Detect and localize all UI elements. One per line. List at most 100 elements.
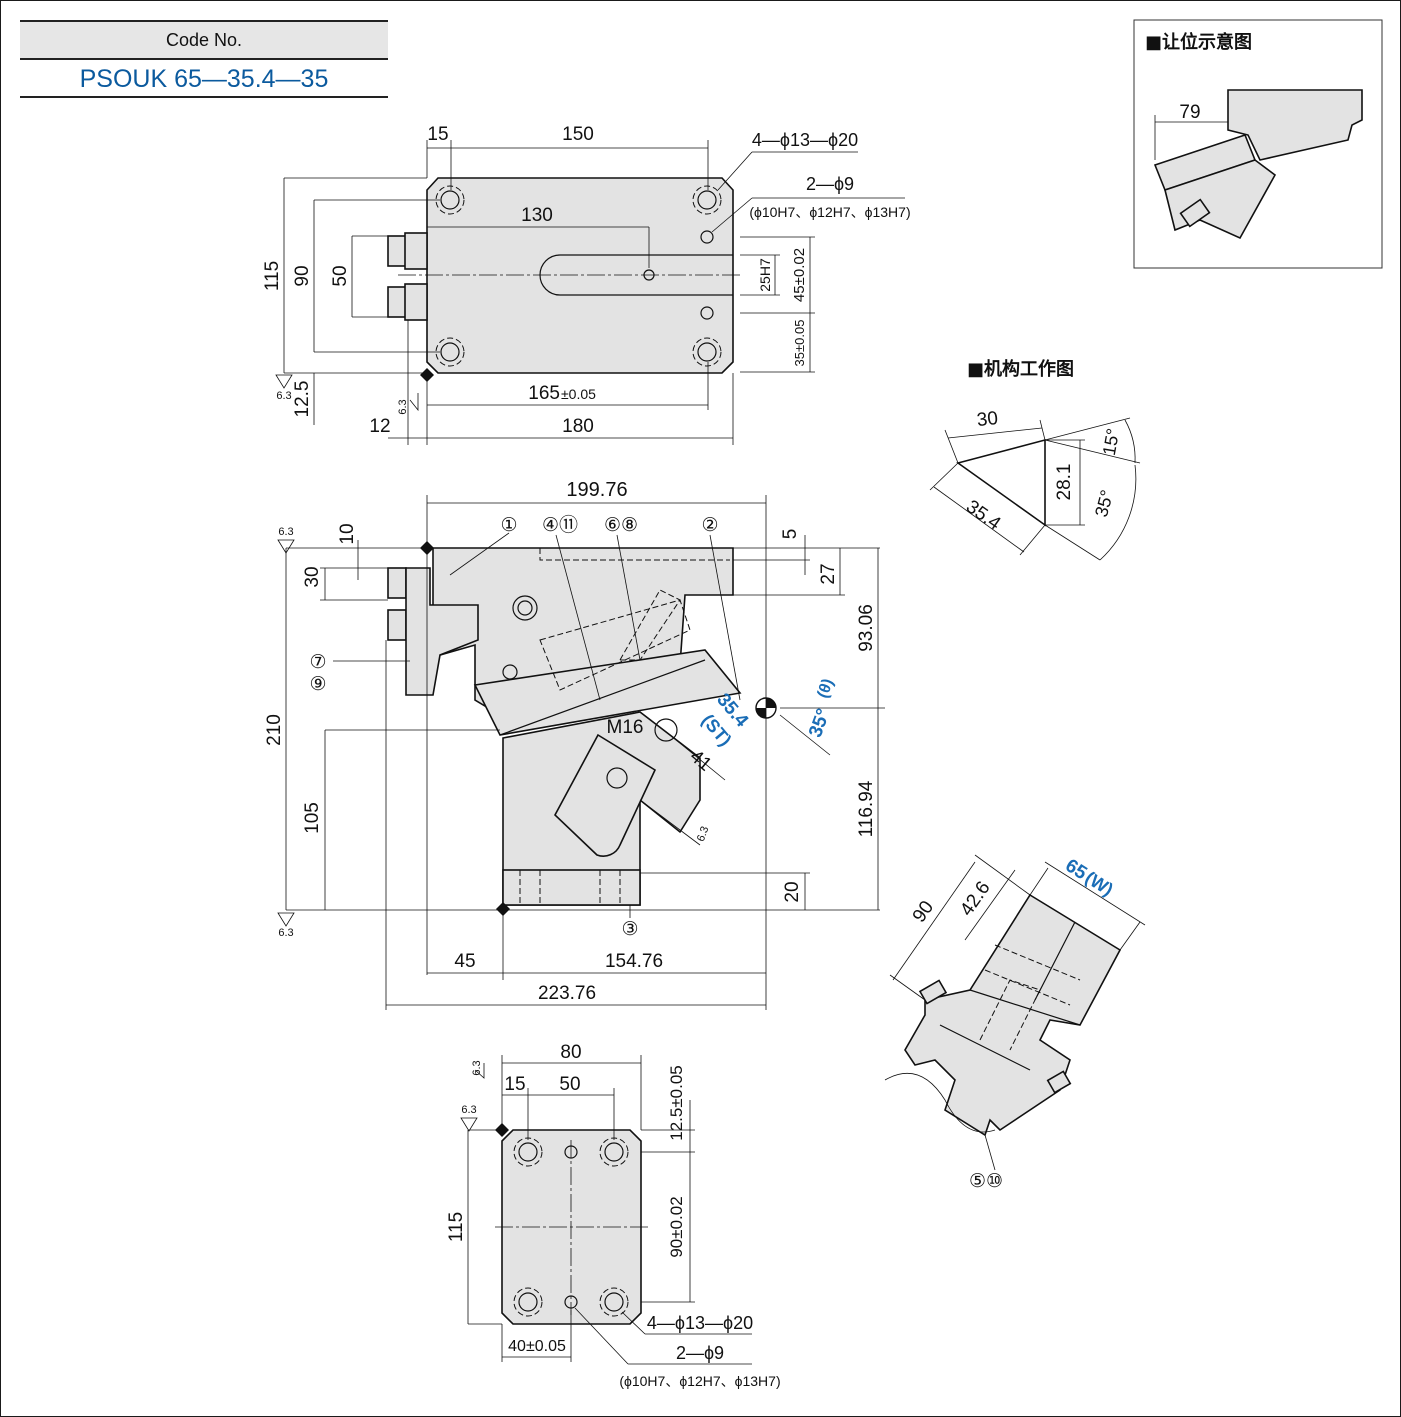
front-view-m16-hole [654,718,678,742]
bottom-view-holes-label: 4—ϕ13—ϕ20 [647,1313,753,1333]
dim-45-tolerance: 45±0.02 [791,248,808,302]
roughness-top-bottom: 6.3 [397,399,409,414]
bottom-view-pins-label: 2—ϕ9 [676,1343,724,1363]
part-9: ⑨ [309,674,326,695]
roughness-top-left: 6.3 [276,390,291,402]
m16-label: M16 [607,717,644,738]
dim-27: 27 [818,563,839,584]
dim-115-bottom: 115 [446,1212,467,1242]
dim-12-5-tolerance: 12.5±0.05 [667,1065,686,1141]
top-view-hole-br [697,342,717,362]
roughness-front-arm: 6.3 [695,825,712,843]
dim-180: 180 [562,416,594,437]
part-6-8: ⑥⑧ [604,515,638,536]
bottom-view-hole-tr [604,1142,624,1162]
clearance-bolt [1179,198,1211,228]
mechanism-diagram: ■机构工作图 30 35.4 28.1 15° 35° [929,358,1141,561]
mech-angle-15: 15° [1099,427,1123,457]
dim-90: 90 [292,265,313,286]
roughness-front-bottom: 6.3 [278,927,293,939]
bottom-view-hole-br [604,1292,624,1312]
top-view-pins-sub: (ϕ10H7、ϕ12H7、ϕ13H7) [749,204,910,220]
roughness-bottom-b: 6.3 [461,1104,476,1116]
top-view-pin-hole-upper [700,230,714,244]
mech-dim-28-1: 28.1 [1054,464,1075,501]
top-view-stopper-lower-base [404,283,428,321]
part-4-11: ④⑪ [542,514,578,536]
top-view-pins-label: 2—ϕ9 [806,174,854,194]
top-view-holes-label: 4—ϕ13—ϕ20 [752,130,858,150]
top-view-hole-tr [697,190,717,210]
dim-210: 210 [264,714,285,746]
top-view-hole-bl [440,342,460,362]
top-view-pin-hole-lower [700,306,714,320]
mech-angle-35: 35° [1091,488,1117,519]
mech-dim-30: 30 [976,408,999,431]
bottom-view-pins-sub: (ϕ10H7、ϕ12H7、ϕ13H7) [619,1373,780,1389]
roughness-front-top: 6.3 [278,526,293,538]
front-view-pin [502,664,518,680]
iso-dim-90: 90 [909,897,938,926]
dim-115: 115 [262,261,283,291]
iso-dim-42-6: 42.6 [956,878,994,920]
front-view-bolt [512,595,538,621]
clearance-title: ■让位示意图 [1145,31,1252,53]
bottom-view-hole-tl [518,1142,538,1162]
bottom-view: 80 15 50 12.5±0.05 115 90±0.02 40±0.05 6… [446,1042,781,1389]
dim-150: 150 [562,124,594,145]
dim-165: 165 [528,383,560,404]
dim-5: 5 [780,529,801,540]
isometric-view: 90 42.6 65 (W) ⑤⑩ [884,854,1146,1192]
part-7: ⑦ [309,652,326,673]
dim-15-bottom: 15 [504,1074,525,1095]
dim-30: 30 [302,566,323,587]
iso-width-tag: (W) [1082,867,1117,899]
clearance-diagram: ■让位示意图 79 [1133,19,1383,269]
mechanism-triangle [956,438,1046,527]
dim-80: 80 [560,1042,581,1063]
dim-116-94: 116.94 [856,780,877,837]
code-number-value: PSOUK 65—35.4—35 [20,60,388,98]
dim-154-76: 154.76 [605,951,663,972]
dim-15: 15 [427,124,448,145]
angle-value: 35° [805,706,835,740]
dim-50: 50 [330,265,351,286]
top-view: 15 150 130 115 90 50 12.5 12 180 165 ±0.… [262,124,911,445]
dim-93-06: 93.06 [856,604,877,652]
dim-223-76: 223.76 [538,983,596,1004]
part-3: ③ [621,919,638,940]
angle-tag: (θ) [814,676,837,700]
front-view-stopper-lower [387,609,407,641]
clearance-body [1227,89,1363,161]
dim-25h7: 25H7 [757,258,773,292]
dim-12: 12 [369,416,390,437]
dim-50-bottom: 50 [559,1074,580,1095]
dim-165-tolerance: ±0.05 [561,386,596,402]
front-view-stopper-upper [387,567,407,599]
front-view-arm-bolt [606,767,628,789]
bottom-view-hole-bl [518,1292,538,1312]
dim-130: 130 [521,205,553,226]
dim-12-5: 12.5 [292,381,313,418]
iso-parts: ⑤⑩ [969,1171,1003,1192]
dim-90-tolerance: 90±0.02 [667,1196,686,1257]
dim-105: 105 [302,802,323,834]
code-number-box: Code No. PSOUK 65—35.4—35 [20,20,388,98]
dim-45: 45 [454,951,475,972]
dim-10: 10 [337,523,358,544]
top-view-hole-tl [440,190,460,210]
dim-20: 20 [782,881,803,902]
dim-35-tolerance: 35±0.05 [792,320,807,367]
front-view-arm [554,733,657,857]
mechanism-title: ■机构工作图 [967,358,1074,380]
iso-body [904,893,1122,1137]
mech-dim-35-4: 35.4 [962,496,1005,535]
code-number-header: Code No. [20,20,388,60]
front-view-bracket [405,567,479,696]
front-view: 199.76 10 5 30 27 93.06 210 105 116.94 2… [264,479,885,1010]
dim-79: 79 [1179,102,1200,123]
part-2: ② [701,515,718,536]
dim-199-76: 199.76 [566,479,627,501]
dim-40-tolerance: 40±0.05 [508,1338,566,1355]
